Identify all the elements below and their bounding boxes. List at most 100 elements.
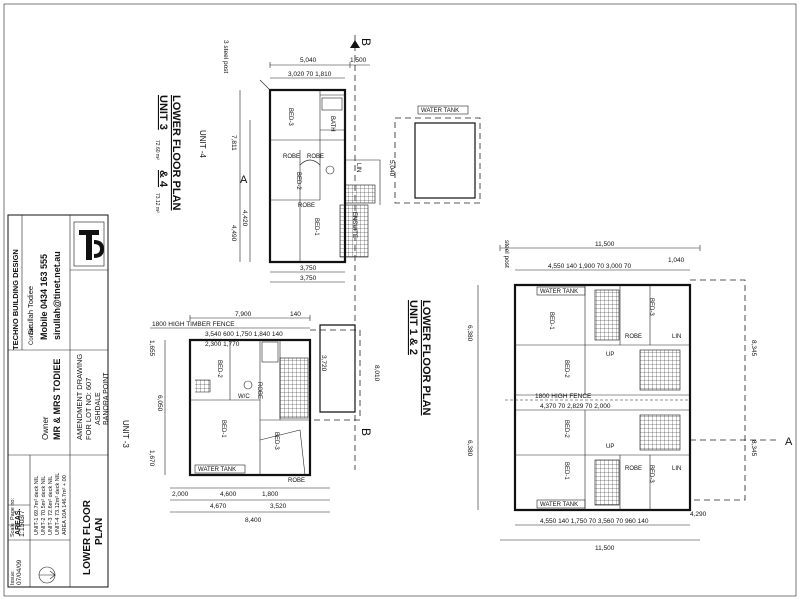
u4-dim-left-1: 7,811 [230,135,237,151]
u4-bed2-label: BED-2 [295,172,301,190]
u2-up: UP [606,444,614,450]
u1-up: UP [606,352,614,358]
svg-text:B: B [359,428,373,436]
email-address: sirullah@tinet.net.au [52,251,62,340]
u3-dim-b4: 4,670 [210,503,227,510]
u4-robe-1: ROBE [283,154,300,160]
unit34-plan-title: LOWER FLOOR PLAN [170,95,182,211]
water-tank-label-u4: WATER TANK [421,108,459,114]
sheet-title-line1: LOWER FLOOR [82,499,93,575]
areas-label: AREAS. [15,508,22,535]
unit34-plan-subtitle-1: UNIT 3 [157,95,169,130]
u4-dim-bottom-2: 3,750 [300,275,317,282]
u4-section-a: A [240,174,248,186]
area-row: UNIT-2 70.5m² deck NIL [41,476,47,535]
u1-robe: ROBE [625,334,642,340]
u4-dim-right: 5,040 [388,160,395,177]
u3-dim-top-2: 140 [290,311,301,318]
unit12-plan-title: LOWER FLOOR PLAN [420,300,432,416]
u12-fence-label: 1800 HIGH FENCE [535,393,592,400]
u4-linen-label: LIN [355,163,361,172]
u4-robe-3: ROBE [298,203,315,209]
u4-robe-2: ROBE [307,154,324,160]
unit34-plan-subtitle-1-area: 72.60 m² [154,140,160,160]
unit3-floor-plan: WATER TANK BED-2 BED-1 BED-3 ROBE ROBE W… [148,311,380,524]
u1-bed1-label: BED-1 [548,312,554,330]
issue-date: 07/04/09 [16,559,23,585]
drawing-title-line2: FOR LOT NO: 607 [84,378,93,440]
area-row: UNIT-4 73.12m² deck NIL [55,473,61,535]
area-row: UNIT-1 69.7m² deck NIL [34,476,40,535]
u4-dim-row: 3,020 70 1,810 [288,71,332,78]
drawing-title-line1: AMENDMENT DRAWING [75,354,84,440]
scale-value: 1:150 [19,519,26,537]
company-logo [73,221,105,267]
issue-label: Issue: [10,570,16,585]
u12-dim-right-1: 8,345 [750,340,757,357]
owner-name: MR & MRS TODIEE [52,359,62,440]
u2-linen: LIN [672,466,681,472]
water-tank-label-u3: WATER TANK [198,467,236,473]
u3-dim-row: 3,540 600 1,750 1,840 140 [205,331,283,338]
u4-dim-left-3: 4,420 [241,210,248,227]
page-number: 3/7 [19,510,26,520]
u3-bed2-label: BED-2 [216,360,222,378]
unit4-label: UNIT -4 [198,130,207,158]
company-name: TECHNO BUILDING DESIGN [11,249,20,350]
u12-dim-bottom-end: 4,290 [690,511,707,518]
u4-bed3-label: BED-3 [287,108,293,126]
u2-bed2-label: BED-2 [563,420,569,438]
u3-robe-1: ROBE [256,382,262,399]
u2-robe: ROBE [625,466,642,472]
u4-dim-top: 5,040 [300,57,317,64]
north-arrow-icon [38,566,56,584]
u4-dim-bottom-1: 3,750 [300,265,317,272]
unit12-plan-subtitle: UNIT 1 & 2 [407,300,419,355]
contact-label: Contact [29,324,35,345]
u3-fence-label: 1800 HIGH TIMBER FENCE [152,321,235,328]
u1-bed3-label: BED-3 [648,298,654,316]
u4-bed1-label: BED-1 [313,218,319,236]
mobile-number: Mobile 0434 163 555 [39,254,49,340]
area-row: AREA 10A 146.7m² + 00 [62,475,68,535]
owner-label: Owner [41,416,50,440]
u3-bed1-label: BED-1 [220,420,226,438]
u12-dim-right-2: 8,345 [750,440,757,457]
unit12-floor-plan: WATER TANK WATER TANK 1800 HIGH FENCE BE… [466,240,793,552]
u3-dim-left-3: 1,670 [148,450,155,467]
u3-dim-left-1: 6,050 [156,395,163,412]
u12-dim-top: 11,500 [595,241,615,248]
u3-robe-2: ROBE [288,478,305,484]
u12-section-a: A [785,436,793,448]
u4-ensuite-label: ENSUITE [351,212,357,238]
area-row: UNIT-3 72.6m² deck NIL [48,476,54,535]
u1-linen: LIN [672,334,681,340]
u12-dim-left-2: 6,380 [466,440,473,457]
u3-dim-mid: 3,720 [320,355,327,372]
u12-dim-row-end: 1,040 [668,257,685,264]
u3-dim-b2: 4,600 [220,491,237,498]
sheet-border [3,3,797,597]
page-label: Page no: [10,498,16,520]
u4-dim-top-right: 1,500 [350,57,367,64]
u12-dim-bottom-row: 4,550 140 1,750 70 3,560 70 960 140 [540,518,649,525]
u4-dim-left-2: 4,490 [230,225,237,242]
u4-steel-post: 3 steel post [222,40,229,73]
unit4-floor-plan: WATER TANK BED-3 BED-2 BED-1 ROBE ROBE R… [222,40,481,283]
unit34-plan-subtitle-2-area: 73.12 m² [154,193,160,213]
u2-bed3-label: BED-3 [648,465,654,483]
u3-dim-right: 8,010 [373,365,380,382]
u12-dim-row: 4,550 140 1,900 70 3,000 70 [548,263,632,270]
u3-bed3-label: BED-3 [273,432,279,450]
contact-name: Sirullah Todiee [26,286,35,335]
u12-steel-post: steel post [503,240,510,268]
water-tank-label-u1: WATER TANK [540,289,578,295]
u3-dim-row-2: 2,300 1,770 [205,341,240,348]
u12-dim-mid: 4,370 70 2,829 70 2,000 [540,403,611,410]
u3-dim-top: 7,900 [235,311,252,318]
u12-dim-left-1: 6,380 [466,325,473,342]
drawing-title-line4: BANORA POINT [103,372,110,425]
u3-dim-b6: 8,400 [245,517,262,524]
